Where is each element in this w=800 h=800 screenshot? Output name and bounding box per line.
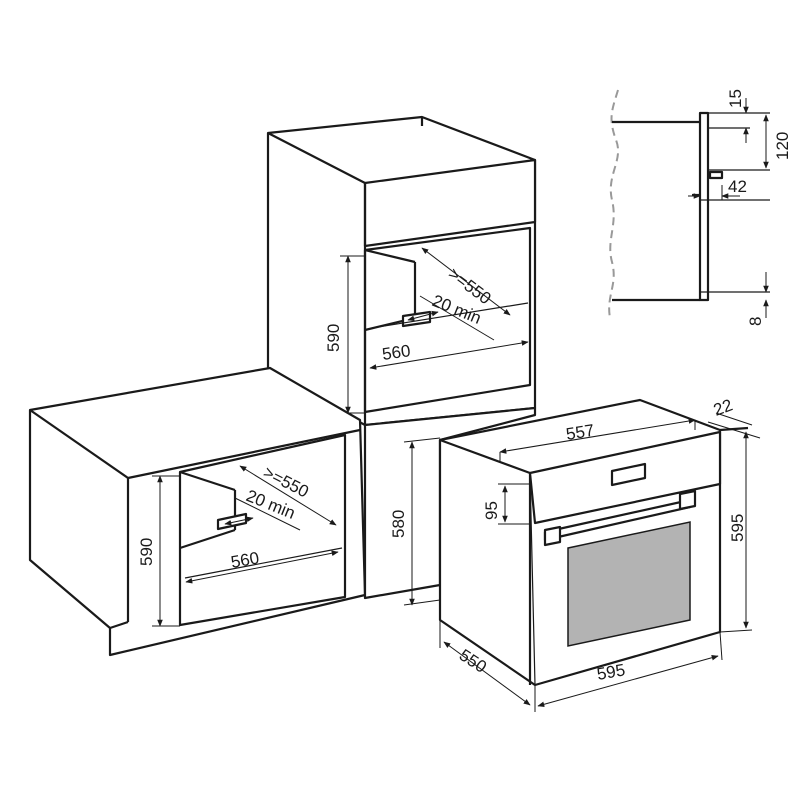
oven-thickness-label: 22	[711, 395, 735, 419]
oven	[438, 398, 749, 687]
tall-width-label: 560	[381, 341, 412, 364]
oven-width-label: 595	[595, 660, 626, 684]
oven-handle	[543, 489, 697, 547]
side-15-label: 15	[726, 89, 745, 108]
side-section-detail: 15 120 42 8	[608, 89, 792, 326]
side-8-label: 8	[746, 317, 765, 326]
base-height-label: 590	[137, 538, 156, 566]
oven-height-label: 595	[728, 514, 747, 542]
side-42-label: 42	[728, 177, 747, 196]
panel-height-label: 95	[482, 501, 501, 520]
oven-width-top-label: 557	[565, 421, 596, 444]
side-120-label: 120	[773, 132, 792, 160]
tall-height-label: 590	[324, 324, 343, 352]
base-width-label: 560	[229, 548, 260, 572]
oven-window	[567, 521, 691, 647]
control-display	[610, 462, 647, 487]
tall-cabinet	[266, 115, 537, 427]
mid-height-label: 580	[389, 510, 408, 538]
